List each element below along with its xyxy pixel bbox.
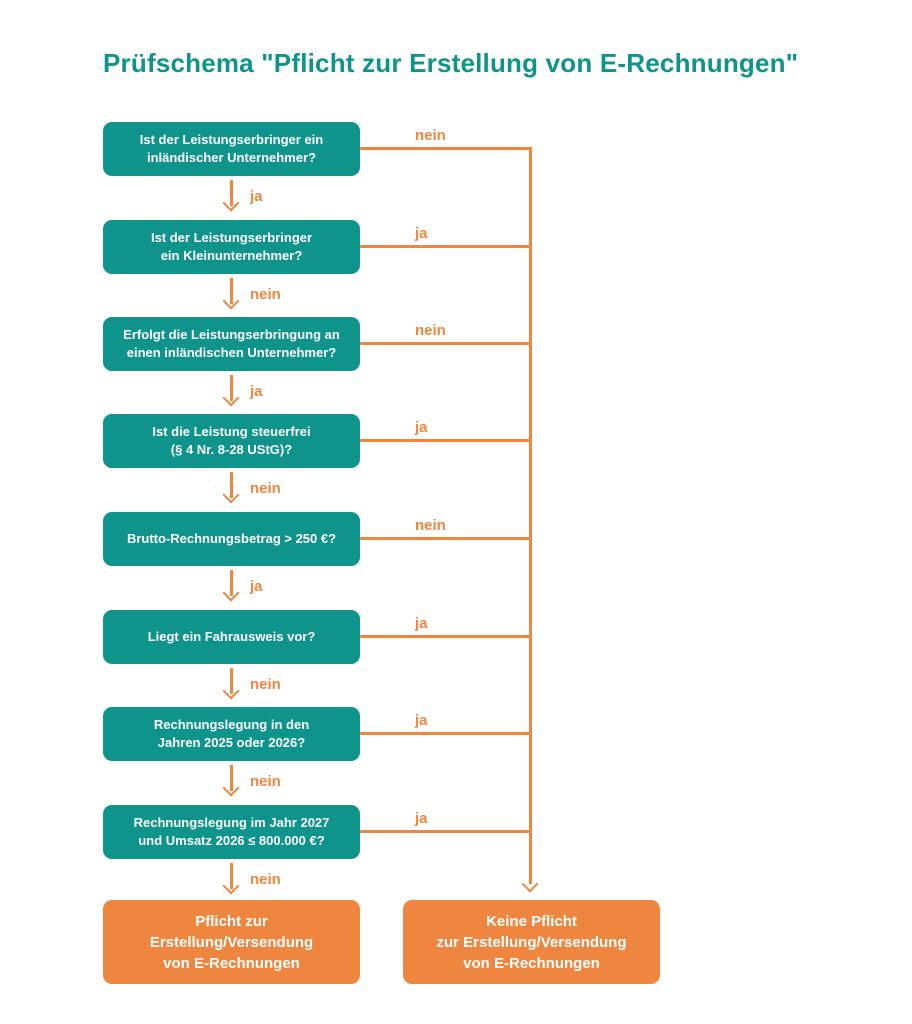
down-arrow-head-icon: [222, 584, 240, 602]
down-arrow-label-4: nein: [250, 480, 281, 497]
down-arrow-3: [221, 375, 241, 409]
branch-line-8: [360, 830, 530, 833]
branch-label-1: nein: [415, 127, 446, 144]
down-arrow-label-6: nein: [250, 676, 281, 693]
down-arrow-head-icon: [222, 486, 240, 504]
branch-line-2: [360, 245, 530, 248]
down-arrow-line: [230, 278, 233, 304]
down-arrow-head-icon: [222, 292, 240, 310]
branch-label-6: ja: [415, 615, 428, 632]
branch-label-2: ja: [415, 225, 428, 242]
down-arrow-label-5: ja: [250, 578, 263, 595]
down-arrow-2: [221, 278, 241, 312]
down-arrow-5: [221, 570, 241, 604]
question-box-1: Ist der Leistungserbringer ein inländisc…: [103, 122, 360, 176]
down-arrow-head-icon: [222, 194, 240, 212]
branch-label-4: ja: [415, 419, 428, 436]
branch-label-8: ja: [415, 810, 428, 827]
down-arrow-line: [230, 668, 233, 694]
branch-label-5: nein: [415, 517, 446, 534]
down-arrow-line: [230, 180, 233, 206]
branch-label-3: nein: [415, 322, 446, 339]
collector-line: [529, 147, 532, 884]
down-arrow-line: [230, 863, 233, 889]
branch-line-6: [360, 635, 530, 638]
result-box-obligation: Pflicht zur Erstellung/Versendung von E-…: [103, 900, 360, 984]
down-arrow-1: [221, 180, 241, 214]
result-box-no-obligation: Keine Pflicht zur Erstellung/Versendung …: [403, 900, 660, 984]
down-arrow-4: [221, 472, 241, 506]
down-arrow-label-1: ja: [250, 188, 263, 205]
branch-line-4: [360, 439, 530, 442]
down-arrow-7: [221, 765, 241, 799]
collector-arrow-head-icon: [521, 875, 539, 893]
question-box-4: Ist die Leistung steuerfrei (§ 4 Nr. 8-2…: [103, 414, 360, 468]
branch-line-5: [360, 537, 530, 540]
question-box-8: Rechnungslegung im Jahr 2027 und Umsatz …: [103, 805, 360, 859]
down-arrow-line: [230, 375, 233, 401]
branch-line-1: [360, 147, 530, 150]
down-arrow-head-icon: [222, 779, 240, 797]
question-box-5: Brutto-Rechnungsbetrag > 250 €?: [103, 512, 360, 566]
branch-line-3: [360, 342, 530, 345]
branch-label-7: ja: [415, 712, 428, 729]
branch-line-7: [360, 732, 530, 735]
down-arrow-label-2: nein: [250, 286, 281, 303]
down-arrow-head-icon: [222, 682, 240, 700]
down-arrow-line: [230, 765, 233, 791]
down-arrow-label-3: ja: [250, 383, 263, 400]
down-arrow-head-icon: [222, 389, 240, 407]
question-box-6: Liegt ein Fahrausweis vor?: [103, 610, 360, 664]
down-arrow-label-8: nein: [250, 871, 281, 888]
down-arrow-label-7: nein: [250, 773, 281, 790]
page-title: Prüfschema "Pflicht zur Erstellung von E…: [103, 48, 799, 78]
down-arrow-line: [230, 570, 233, 596]
down-arrow-6: [221, 668, 241, 702]
down-arrow-8: [221, 863, 241, 897]
question-box-2: Ist der Leistungserbringer ein Kleinunte…: [103, 220, 360, 274]
down-arrow-line: [230, 472, 233, 498]
question-box-7: Rechnungslegung in den Jahren 2025 oder …: [103, 707, 360, 761]
down-arrow-head-icon: [222, 877, 240, 895]
question-box-3: Erfolgt die Leistungserbringung an einen…: [103, 317, 360, 371]
